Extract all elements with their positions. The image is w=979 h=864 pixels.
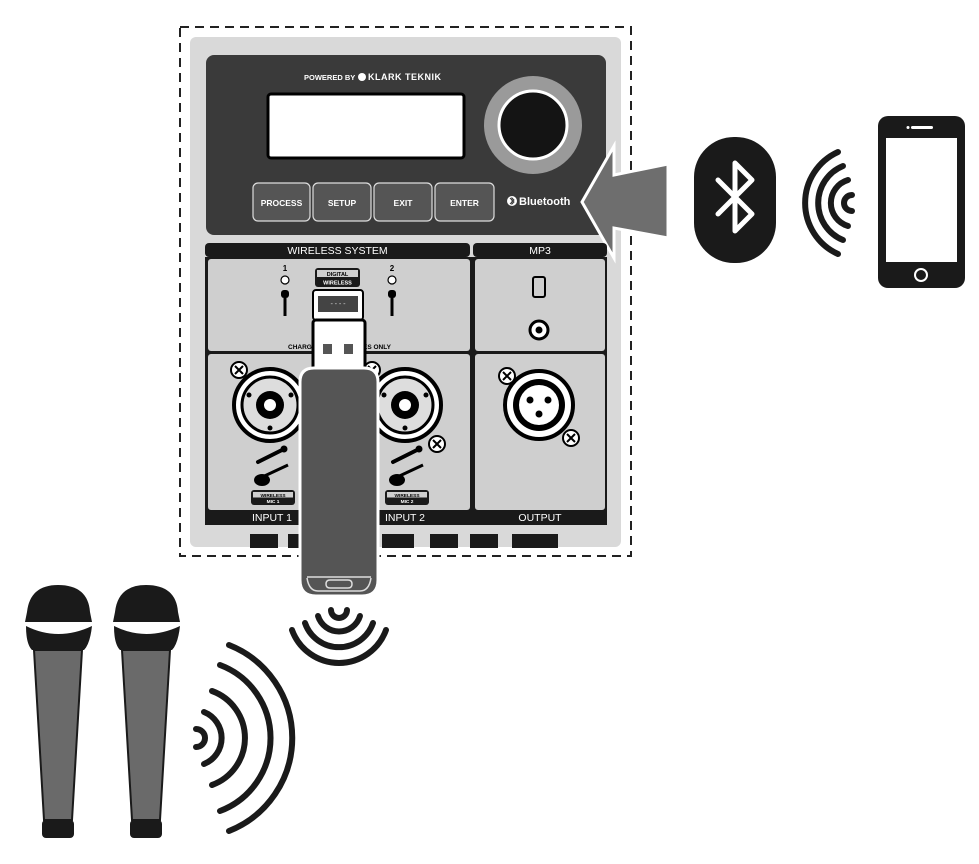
mp3-header [473,243,607,257]
lcd-display [266,92,466,160]
exit-button-label: EXIT [394,198,414,208]
bluetooth-label: Bluetooth [519,196,571,208]
powered-by-text: POWERED BY [304,73,355,82]
bluetooth-icon [715,160,755,234]
channel-2-number: 2 [390,264,395,273]
microphone-icon [113,585,180,838]
bluetooth-small-glyph [509,196,515,206]
enter-button-label: ENTER [450,198,479,208]
digital-badge-line2: WIRELESS [323,281,352,287]
usb-port-text: ---- [330,300,347,308]
screw-icon [562,429,580,447]
screw-icon [498,367,516,385]
mic2-badge-line1: WIRELESS [394,493,420,499]
mic-guitar-icon-2 [389,445,424,486]
enter-button[interactable]: ENTER [434,182,495,222]
knob[interactable] [497,89,569,161]
dashed-outline [179,26,632,557]
exit-button[interactable]: EXIT [373,182,433,222]
channel-1-mic-icon [281,290,289,316]
klark-logo-icon [358,73,366,81]
screw-icon [230,361,248,379]
mic1-badge-line2: MIC 1 [267,499,280,505]
mp3-jack-hole [535,326,543,334]
wireless-system-title: WIRELESS SYSTEM [287,245,387,257]
wireless-mic-1-badge: WIRELESS MIC 1 [251,490,295,505]
setup-button-label: SETUP [328,198,357,208]
wireless-mic-2-badge: WIRELESS MIC 2 [385,490,429,505]
combo-jack-1[interactable] [232,367,308,443]
microphone-icon [25,585,92,838]
brand-text: KLARK TEKNIK [368,72,442,82]
smartphone-icon [878,116,965,288]
mp3-phone-icon [532,276,546,298]
mic1-badge-line1: WIRELESS [260,493,286,499]
channel-2-mic-icon [388,290,396,316]
channel-2-led [387,275,397,285]
mic-guitar-icon-1 [254,445,289,486]
channel-1-number: 1 [283,264,288,273]
output-label: OUTPUT [518,512,562,524]
mic-wireless-signal-icon [193,642,296,834]
screw-icon [428,435,446,453]
mic2-badge-line2: MIC 2 [401,499,414,505]
bluetooth-arrow [580,140,670,264]
input2-label: INPUT 2 [385,512,425,524]
setup-button[interactable]: SETUP [312,182,372,222]
charge-text-suffix: ES ONLY [363,344,392,351]
usb-dongle-icon [298,318,380,598]
digital-wireless-badge: DIGITAL WIRELESS [315,268,360,287]
combo-jack-2[interactable] [367,367,443,443]
wireless-header [205,243,470,257]
charge-text: CHARGE [288,344,317,351]
dongle-wireless-signal-icon [289,607,389,666]
mp3-title: MP3 [529,245,551,257]
mp3-cell [475,259,605,351]
wireless-signal-icon [802,149,855,257]
process-button[interactable]: PROCESS [252,182,311,222]
process-button-label: PROCESS [261,198,303,208]
usb-port-inner [318,296,358,312]
channel-1-led [280,275,290,285]
digital-badge-line1: DIGITAL [327,272,349,278]
xlr-output-icon[interactable] [503,369,575,441]
input1-label: INPUT 1 [252,512,292,524]
